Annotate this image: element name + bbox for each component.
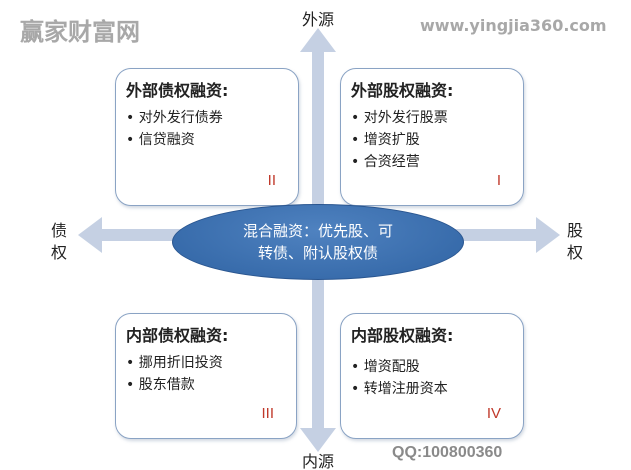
list-item: 增资配股 — [351, 356, 448, 378]
watermark-brand: 赢家财富网 — [20, 18, 140, 46]
quadrant-numeral: III — [261, 405, 274, 422]
list-item: 合资经营 — [351, 151, 448, 173]
quadrant-ii-box: 外部债权融资: 对外发行债券信贷融资 II — [115, 68, 299, 206]
arrow-up-icon — [300, 28, 336, 52]
center-line-1: 混合融资：优先股、可 — [242, 222, 393, 240]
quadrant-title: 内部股权融资: — [351, 326, 454, 345]
watermark-url: www.yingjia360.com — [420, 16, 607, 35]
list-item: 股东借款 — [126, 374, 223, 396]
list-item: 增资扩股 — [351, 129, 448, 151]
quadrant-title: 外部股权融资: — [351, 81, 454, 100]
quadrant-i-box: 外部股权融资: 对外发行股票增资扩股合资经营 I — [340, 68, 524, 206]
hybrid-financing-ellipse: 混合融资：优先股、可 转债、附认股权债 — [172, 204, 464, 280]
center-line-2: 转债、附认股权债 — [257, 244, 378, 262]
axis-label-right: 股权 — [566, 221, 583, 262]
arrow-down-icon — [300, 428, 336, 452]
arrow-right-icon — [536, 217, 560, 253]
quadrant-numeral: I — [496, 172, 501, 189]
axis-label-bottom: 内源 — [302, 452, 335, 470]
quadrant-iv-box: 内部股权融资: 增资配股转增注册资本 IV — [340, 313, 524, 439]
quadrant-numeral: IV — [486, 405, 501, 422]
axis-label-top: 外源 — [302, 10, 335, 29]
arrow-left-icon — [78, 217, 102, 253]
axis-label-left: 债权 — [50, 221, 67, 262]
list-item: 信贷融资 — [126, 129, 223, 151]
quadrant-numeral: II — [267, 172, 276, 189]
watermark-qq: QQ:100800360 — [392, 444, 503, 461]
list-item: 对外发行债券 — [126, 107, 223, 129]
list-item: 挪用折旧投资 — [126, 352, 223, 374]
quadrant-title: 内部债权融资: — [126, 326, 229, 345]
quadrant-iii-box: 内部债权融资: 挪用折旧投资股东借款 III — [115, 313, 297, 439]
list-item: 对外发行股票 — [351, 107, 448, 129]
quadrant-title: 外部债权融资: — [126, 81, 229, 100]
list-item: 转增注册资本 — [351, 378, 448, 400]
